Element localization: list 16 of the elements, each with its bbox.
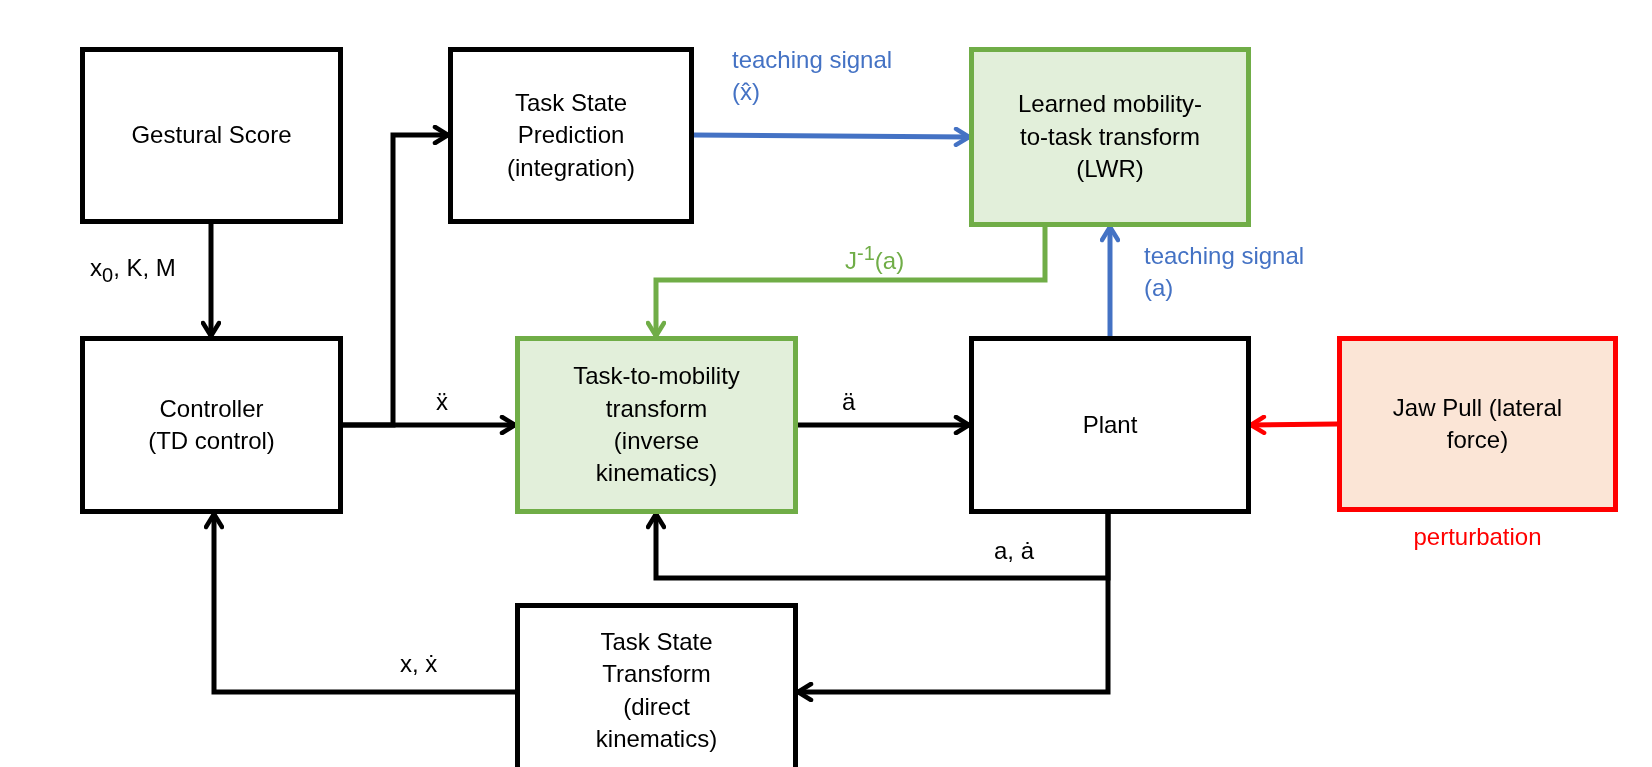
box-label: Plant	[1081, 409, 1139, 440]
process-box	[515, 603, 798, 767]
box-label: Jaw Pull (lateral force)	[1391, 392, 1564, 455]
box-label: Task State Prediction (integration)	[505, 87, 637, 183]
process-box	[80, 336, 343, 514]
box-label: Task-to-mobility transform (inverse kinematics)	[572, 361, 741, 489]
box-label: Task State Transform (direct kinematics)	[594, 626, 719, 754]
box-label: Learned mobility-to-task transform (LWR)	[1016, 89, 1204, 185]
caption-text: perturbation	[1413, 523, 1542, 550]
transform-box	[515, 336, 798, 514]
process-box	[80, 47, 343, 224]
process-box	[448, 47, 694, 224]
process-box	[969, 336, 1251, 514]
box-label: Gestural Score	[130, 120, 293, 151]
transform-box	[969, 47, 1251, 227]
box-label: Controller (TD control)	[147, 393, 276, 456]
